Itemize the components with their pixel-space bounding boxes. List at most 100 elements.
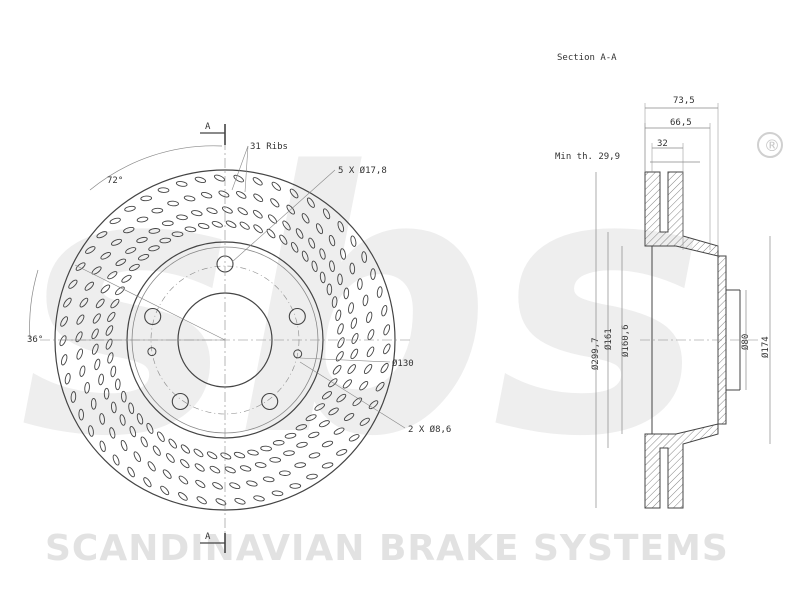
cooling-hole xyxy=(197,222,210,230)
cooling-hole xyxy=(253,495,265,502)
cooling-hole xyxy=(375,381,385,392)
cooling-hole xyxy=(329,260,335,272)
cooling-hole xyxy=(328,378,338,388)
cooling-hole xyxy=(147,461,156,472)
cooling-hole xyxy=(136,236,148,244)
cooling-hole xyxy=(110,238,123,246)
cooling-hole xyxy=(214,174,225,182)
dim-dia-174: Ø174 xyxy=(760,336,771,358)
cooling-hole xyxy=(283,450,295,456)
cooling-hole xyxy=(284,432,297,439)
cooling-hole xyxy=(337,323,344,335)
cooling-hole xyxy=(260,445,272,452)
cooling-hole xyxy=(267,214,278,224)
cooling-hole xyxy=(347,364,356,375)
cooling-hole xyxy=(209,465,221,474)
cooling-hole xyxy=(221,206,233,214)
cooling-hole xyxy=(235,191,247,199)
cooling-hole xyxy=(305,414,317,422)
locating-hole xyxy=(147,347,157,357)
cooling-hole xyxy=(160,485,170,496)
pcd-leader xyxy=(299,357,391,363)
cooling-hole xyxy=(94,358,101,371)
cooling-hole xyxy=(128,402,135,415)
wheel-bolt-hole xyxy=(261,392,279,411)
angle-arc-36 xyxy=(29,269,39,341)
cooling-hole xyxy=(68,279,78,289)
cooling-hole xyxy=(76,314,85,325)
cooling-hole xyxy=(381,304,388,317)
cooling-hole xyxy=(90,397,97,410)
cooling-hole xyxy=(253,224,263,234)
cooling-hole xyxy=(343,413,355,421)
cooling-hole xyxy=(183,195,196,202)
cooling-hole xyxy=(246,480,258,487)
cooling-hole xyxy=(337,221,345,233)
cooling-hole xyxy=(99,413,105,425)
cooling-hole xyxy=(368,400,379,410)
cooling-hole xyxy=(195,479,206,488)
cooling-hole xyxy=(133,451,142,463)
cooling-hole xyxy=(157,187,170,193)
cooling-hole xyxy=(125,247,137,254)
cooling-hole xyxy=(91,343,99,355)
cooling-hole xyxy=(336,393,347,403)
cooling-hole xyxy=(328,234,336,247)
cooling-hole xyxy=(105,338,113,350)
cooling-hole xyxy=(105,325,114,336)
cooling-hole xyxy=(184,226,197,233)
cooling-hole xyxy=(253,193,264,203)
section-marker-top: A xyxy=(205,122,211,132)
cooling-hole xyxy=(225,220,237,228)
cooling-hole xyxy=(146,422,154,434)
cooling-hole xyxy=(100,252,111,260)
cooling-hole xyxy=(326,283,333,296)
cooling-hole xyxy=(115,378,121,391)
cooling-hole xyxy=(98,373,104,386)
cooling-hole xyxy=(366,346,375,358)
cooling-hole xyxy=(99,440,106,452)
cooling-hole xyxy=(79,297,89,308)
disc-section-top xyxy=(644,171,719,257)
cooling-hole xyxy=(120,439,128,452)
bolt-hole-leader xyxy=(231,169,336,263)
bolt-holes-label: 5 X Ø17,8 xyxy=(338,165,387,176)
cooling-hole xyxy=(308,431,320,439)
cooling-hole xyxy=(121,274,132,283)
cooling-hole xyxy=(91,328,99,340)
cooling-hole xyxy=(152,445,161,456)
cooling-hole xyxy=(301,213,310,224)
cooling-hole xyxy=(306,473,318,480)
cooling-hole xyxy=(211,220,223,228)
small-hole-leader xyxy=(299,361,406,429)
cooling-hole xyxy=(100,284,111,294)
pcd-label: Ø130 xyxy=(392,358,414,369)
cooling-hole xyxy=(270,198,280,208)
cooling-hole xyxy=(306,197,315,208)
cooling-hole xyxy=(215,498,227,506)
cooling-hole xyxy=(321,391,333,400)
cooling-hole xyxy=(269,457,282,463)
cooling-hole xyxy=(140,436,148,448)
cooling-hole xyxy=(84,381,90,394)
cooling-hole xyxy=(70,391,77,403)
cooling-hole xyxy=(138,254,150,261)
registered-mark-circle xyxy=(757,132,783,158)
cooling-hole xyxy=(279,470,291,476)
cooling-hole xyxy=(350,235,357,247)
cooling-hole xyxy=(178,475,189,485)
cooling-hole xyxy=(124,205,136,212)
cooling-hole xyxy=(85,246,96,254)
wheel-bolt-hole xyxy=(144,307,162,326)
dim-dia-161: Ø161 xyxy=(603,328,614,350)
cooling-hole xyxy=(175,181,188,187)
cooling-hole xyxy=(180,444,191,454)
cooling-hole xyxy=(363,363,373,375)
dim-73-5: 73,5 xyxy=(673,96,695,106)
dim-32: 32 xyxy=(657,139,668,149)
cooling-hole xyxy=(254,462,267,468)
cooling-hole xyxy=(206,207,218,214)
cooling-hole xyxy=(357,278,363,290)
cooling-hole xyxy=(110,298,120,309)
